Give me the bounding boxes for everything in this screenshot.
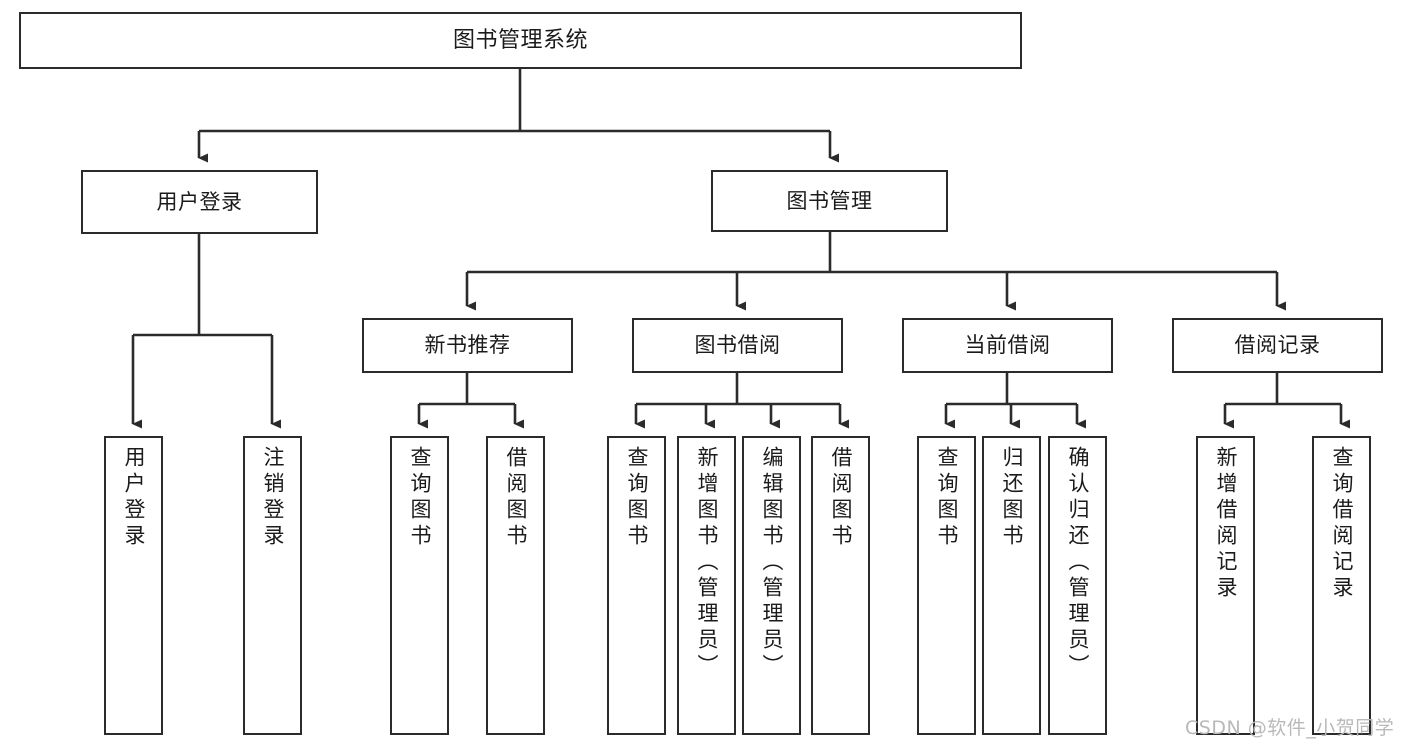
node-book-management[interactable]: 图书管理 bbox=[711, 170, 948, 232]
node-current-borrowing[interactable]: 当前借阅 bbox=[902, 318, 1113, 373]
node-label: 归还图书 bbox=[1000, 446, 1024, 550]
leaf-book-borrow-add-book-admin[interactable]: 新增图书（管理员） bbox=[677, 436, 736, 735]
leaf-borrow-record-add-record[interactable]: 新增借阅记录 bbox=[1196, 436, 1255, 735]
node-new-book-recommendation[interactable]: 新书推荐 bbox=[362, 318, 573, 373]
node-label: 借阅图书 bbox=[829, 446, 853, 550]
leaf-borrow-record-query-record[interactable]: 查询借阅记录 bbox=[1312, 436, 1371, 735]
node-book-borrowing[interactable]: 图书借阅 bbox=[632, 318, 843, 373]
leaf-user-login-logout[interactable]: 注销登录 bbox=[243, 436, 302, 735]
leaf-book-borrow-edit-book-admin[interactable]: 编辑图书（管理员） bbox=[742, 436, 801, 735]
node-label: 新增借阅记录 bbox=[1214, 446, 1238, 602]
leaf-new-book-query-book[interactable]: 查询图书 bbox=[390, 436, 449, 735]
node-label: 图书管理 bbox=[786, 188, 873, 213]
node-label: 查询借阅记录 bbox=[1330, 446, 1354, 602]
leaf-book-borrow-borrow-book[interactable]: 借阅图书 bbox=[811, 436, 870, 735]
node-label: 图书借阅 bbox=[694, 333, 781, 358]
node-label: 借阅记录 bbox=[1234, 333, 1321, 358]
node-label: 查询图书 bbox=[625, 446, 649, 550]
node-label: 查询图书 bbox=[935, 446, 959, 550]
leaf-user-login-login[interactable]: 用户登录 bbox=[104, 436, 163, 735]
node-label: 确认归还（管理员） bbox=[1066, 446, 1090, 680]
node-label: 当前借阅 bbox=[964, 333, 1051, 358]
node-borrowing-records[interactable]: 借阅记录 bbox=[1172, 318, 1383, 373]
leaf-current-borrow-query-book[interactable]: 查询图书 bbox=[917, 436, 976, 735]
node-user-login[interactable]: 用户登录 bbox=[81, 170, 318, 234]
csdn-watermark: CSDN @软件_小贺同学 bbox=[1185, 717, 1395, 739]
node-label: 用户登录 bbox=[156, 189, 243, 214]
node-label: 图书管理系统 bbox=[452, 27, 588, 53]
node-book-management-system[interactable]: 图书管理系统 bbox=[19, 12, 1022, 69]
leaf-current-borrow-return-book[interactable]: 归还图书 bbox=[982, 436, 1041, 735]
node-label: 用户登录 bbox=[122, 446, 146, 550]
node-label: 注销登录 bbox=[261, 446, 285, 550]
leaf-current-borrow-confirm-return-admin[interactable]: 确认归还（管理员） bbox=[1048, 436, 1107, 735]
leaf-new-book-borrow-book[interactable]: 借阅图书 bbox=[486, 436, 545, 735]
node-label: 查询图书 bbox=[408, 446, 432, 550]
leaf-book-borrow-query-book[interactable]: 查询图书 bbox=[607, 436, 666, 735]
node-label: 借阅图书 bbox=[504, 446, 528, 550]
node-label: 编辑图书（管理员） bbox=[760, 446, 784, 680]
node-label: 新书推荐 bbox=[424, 333, 511, 358]
node-label: 新增图书（管理员） bbox=[695, 446, 719, 680]
